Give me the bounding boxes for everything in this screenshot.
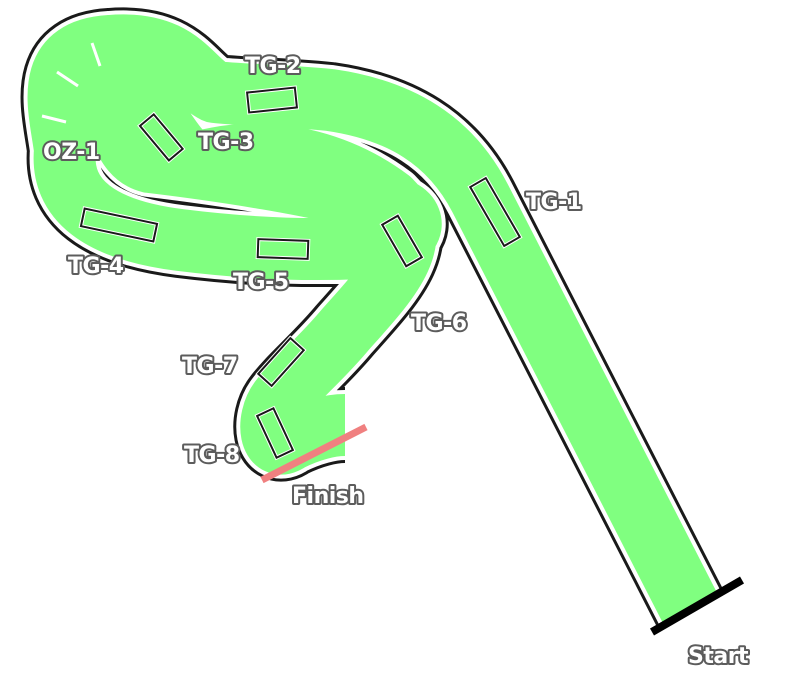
label-tg5: TG-5 — [233, 270, 289, 295]
gate-box-tg2-outline — [245, 86, 299, 114]
gate-box-tg1-outline — [468, 176, 522, 248]
finish-line — [260, 423, 368, 484]
label-tg4: TG-4 — [68, 254, 124, 279]
label-tg7: TG-7 — [182, 354, 238, 379]
gate-box-tg3-outline — [138, 112, 185, 162]
labels: TG-1 TG-2 TG-3 OZ-1 TG-4 TG-5 TG-6 TG-7 … — [41, 52, 752, 671]
label-tg1: TG-1 — [526, 190, 582, 215]
track-surface — [27, 14, 718, 623]
label-tg6: TG-6 — [411, 311, 467, 336]
oz1-tick — [90, 42, 102, 67]
gate-box-tg8-outline — [255, 407, 295, 459]
start-line — [649, 576, 745, 636]
label-oz1: OZ-1 — [43, 140, 100, 165]
label-finish: Finish — [292, 484, 364, 509]
gate-box-tg5 — [255, 237, 311, 261]
gate-box-tg6-outline — [380, 214, 424, 268]
label-start: Start — [688, 644, 749, 669]
label-tg8: TG-8 — [184, 443, 240, 468]
gate-box-tg4-outline — [79, 207, 159, 243]
track — [20, 7, 724, 626]
oz1-tick — [41, 114, 67, 124]
gate-box-tg7-outline — [256, 336, 306, 388]
label-tg2: TG-2 — [245, 54, 301, 79]
gate-box-tg5-outline — [256, 238, 310, 260]
label-tg3: TG-3 — [198, 130, 254, 155]
oz1-ticks — [41, 42, 102, 124]
timing-gates — [78, 85, 523, 461]
oz1-tick — [56, 70, 79, 88]
